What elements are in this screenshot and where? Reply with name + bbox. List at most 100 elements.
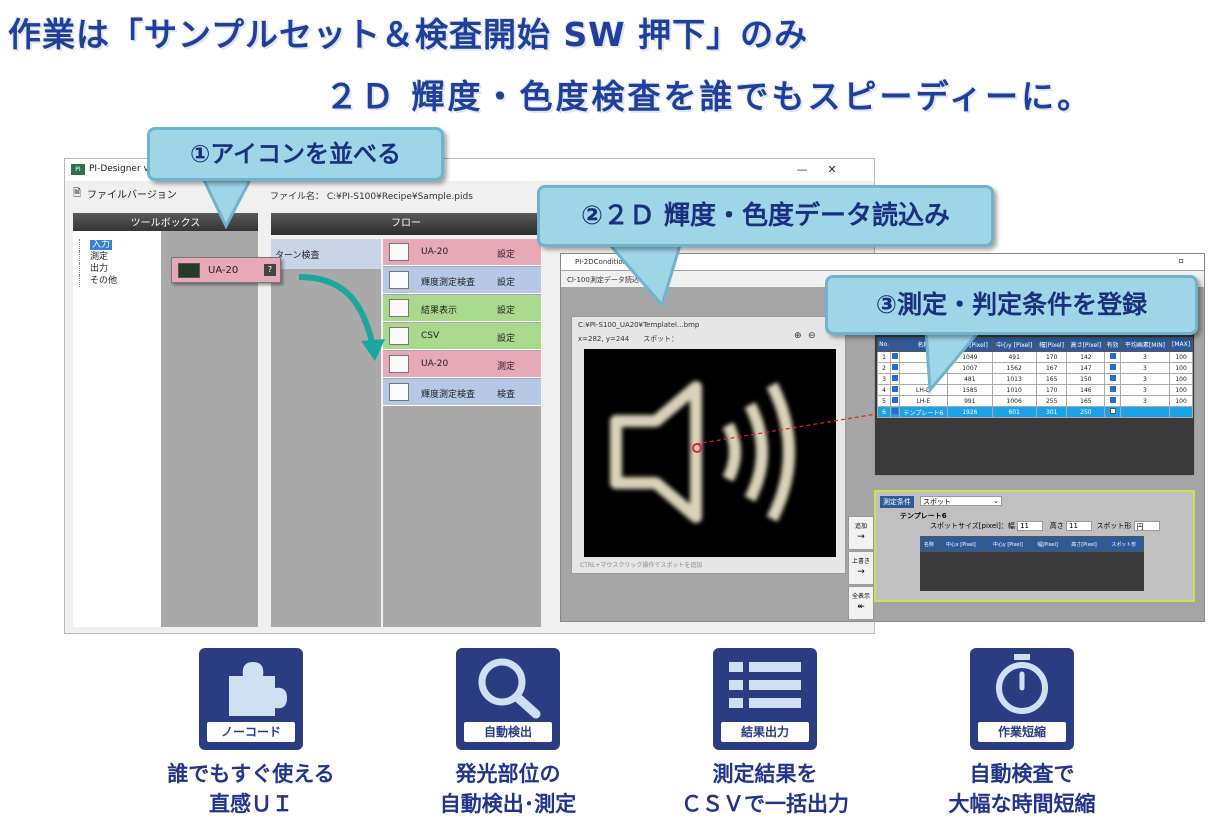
checkbox-icon	[1109, 408, 1116, 414]
condition-table-header: 幅[Pixel]	[1030, 536, 1065, 552]
app-logo-icon: PI	[71, 164, 85, 175]
window-minimize-icon[interactable]: ▫	[1178, 256, 1184, 265]
table-cell: 170	[1035, 351, 1068, 363]
row-checkbox[interactable]	[1104, 351, 1121, 363]
tree-item-measure[interactable]: 測定	[79, 251, 117, 263]
csv-icon	[389, 327, 409, 345]
table-cell: 3	[1119, 384, 1171, 396]
show-all-button[interactable]: 全表示↞	[848, 586, 874, 620]
spot-size-row: スポットサイズ[pixel]：幅 11 高さ 11 スポット形 円	[930, 521, 1160, 531]
image-path: C:¥PI-S100_UA20¥Templatel...bmp	[578, 321, 700, 329]
condition-table-header: 高さ[Pixel]	[1063, 536, 1105, 552]
condition-panel: 測定条件 スポット⌄ テンプレート6 スポットサイズ[pixel]：幅 11 高…	[874, 490, 1195, 602]
row-checkbox[interactable]	[1104, 373, 1121, 385]
checkbox-icon	[891, 353, 898, 359]
arrow-right-icon: →	[857, 532, 865, 542]
row-checkbox[interactable]	[890, 351, 900, 363]
table-cell: 3	[876, 373, 892, 385]
add-button[interactable]: 追加→	[848, 516, 874, 550]
luminance-image[interactable]	[584, 349, 836, 557]
table-cell: 165	[1066, 395, 1106, 407]
table-cell: 1	[876, 351, 892, 363]
callout1-pointer	[202, 180, 252, 230]
condition-table-header: 中心x [Pixel]	[936, 536, 985, 552]
image-hint: CTRL+マウスクリック操作でスポットを追加	[580, 562, 703, 569]
headline-line2: ２Ｄ 輝度・色度検査を誰でもスピーディーに。	[325, 77, 1094, 116]
table-cell	[1169, 406, 1193, 418]
table-cell: 146	[1066, 384, 1106, 396]
shape-select[interactable]: 円	[1133, 521, 1160, 531]
toolbox-header: ツールボックス	[73, 213, 258, 235]
condition-table-header: スポット形	[1103, 536, 1144, 552]
spot-table-header: 平均画素[MIN]	[1119, 337, 1171, 352]
row-checkbox[interactable]	[890, 362, 900, 374]
row-checkbox[interactable]	[890, 373, 900, 385]
flow-item-name: 輝度測定検査	[421, 278, 476, 288]
checkbox-icon	[1109, 386, 1116, 392]
table-cell: 2	[876, 362, 892, 374]
row-checkbox[interactable]	[890, 395, 900, 407]
row-checkbox[interactable]	[890, 406, 900, 418]
menu-version[interactable]: バージョン	[127, 190, 177, 201]
file-icon: 🗎	[73, 188, 82, 199]
link-line	[695, 413, 877, 445]
row-checkbox[interactable]	[1104, 362, 1121, 374]
camera-icon	[389, 243, 409, 261]
height-input[interactable]: 11	[1065, 521, 1092, 531]
table-cell: 100	[1169, 351, 1193, 363]
zoom-in-icon[interactable]: ⊕	[794, 331, 802, 341]
flow-item[interactable]: 輝度測定検査設定	[383, 267, 541, 294]
category-tree: 入力 測定 出力 その他	[79, 239, 117, 287]
flow-item-name: 輝度測定検査	[421, 390, 476, 400]
tree-item-other[interactable]: その他	[79, 275, 117, 287]
flow-item[interactable]: 輝度測定検査検査	[383, 379, 541, 406]
flow-item[interactable]: 結果表示設定	[383, 295, 541, 322]
width-input[interactable]: 11	[1017, 521, 1044, 531]
spot-table-header: 中心y [Pixel]	[991, 337, 1037, 352]
flow-item-kind: 設定	[496, 334, 515, 344]
row-checkbox[interactable]	[1104, 406, 1121, 418]
tree-item-output[interactable]: 出力	[79, 263, 117, 275]
flow-item-kind: 設定	[496, 250, 515, 260]
minimize-icon[interactable]: —	[796, 163, 808, 176]
menu-file[interactable]: ファイル	[87, 190, 127, 201]
callout-step3: ③測定・判定条件を登録	[825, 275, 1198, 335]
dragged-ua20-card[interactable]: UA-20 ?	[171, 257, 281, 283]
help-icon[interactable]: ?	[264, 264, 276, 276]
feature-timesave: 作業短縮	[970, 648, 1074, 750]
close-icon[interactable]: ✕	[827, 163, 837, 176]
checkbox-icon	[891, 364, 898, 370]
spot-table-header: 高さ[Pixel]	[1066, 337, 1106, 352]
table-cell: 4	[876, 384, 892, 396]
tab-measure-condition[interactable]: 測定条件	[880, 496, 914, 508]
row-checkbox[interactable]	[890, 384, 900, 396]
row-checkbox[interactable]	[1104, 395, 1121, 407]
zoom-out-icon[interactable]: ⊖	[808, 331, 816, 341]
file-path: ファイル名： C:¥PI-S100¥Recipe¥Sample.pids	[270, 192, 473, 202]
monitor-icon	[389, 299, 409, 317]
table-cell: 1006	[991, 395, 1037, 407]
feature-caption-timesave: 自動検査で大幅な時間短縮	[948, 762, 1096, 816]
flow-item-name: 結果表示	[421, 306, 458, 316]
condition-select[interactable]: スポット⌄	[920, 496, 1002, 506]
condition-window: PI-2DCondition v.1.0.0.0 ▫ CI-100測定データ読込…	[560, 253, 1205, 622]
drag-arrow-icon	[298, 274, 385, 361]
condition-title: PI-2DCondition v.1.0.0.0	[561, 254, 1204, 270]
overwrite-button[interactable]: 上書き→	[848, 551, 874, 585]
spot-table-header	[890, 337, 900, 352]
tree-item-input[interactable]: 入力	[79, 239, 117, 251]
table-cell: 1562	[991, 362, 1037, 374]
flow-left-item[interactable]: ターン検査	[271, 239, 381, 269]
checkbox-icon	[1109, 375, 1116, 381]
row-checkbox[interactable]	[1104, 384, 1121, 396]
drag-card-name: UA-20	[208, 265, 239, 276]
